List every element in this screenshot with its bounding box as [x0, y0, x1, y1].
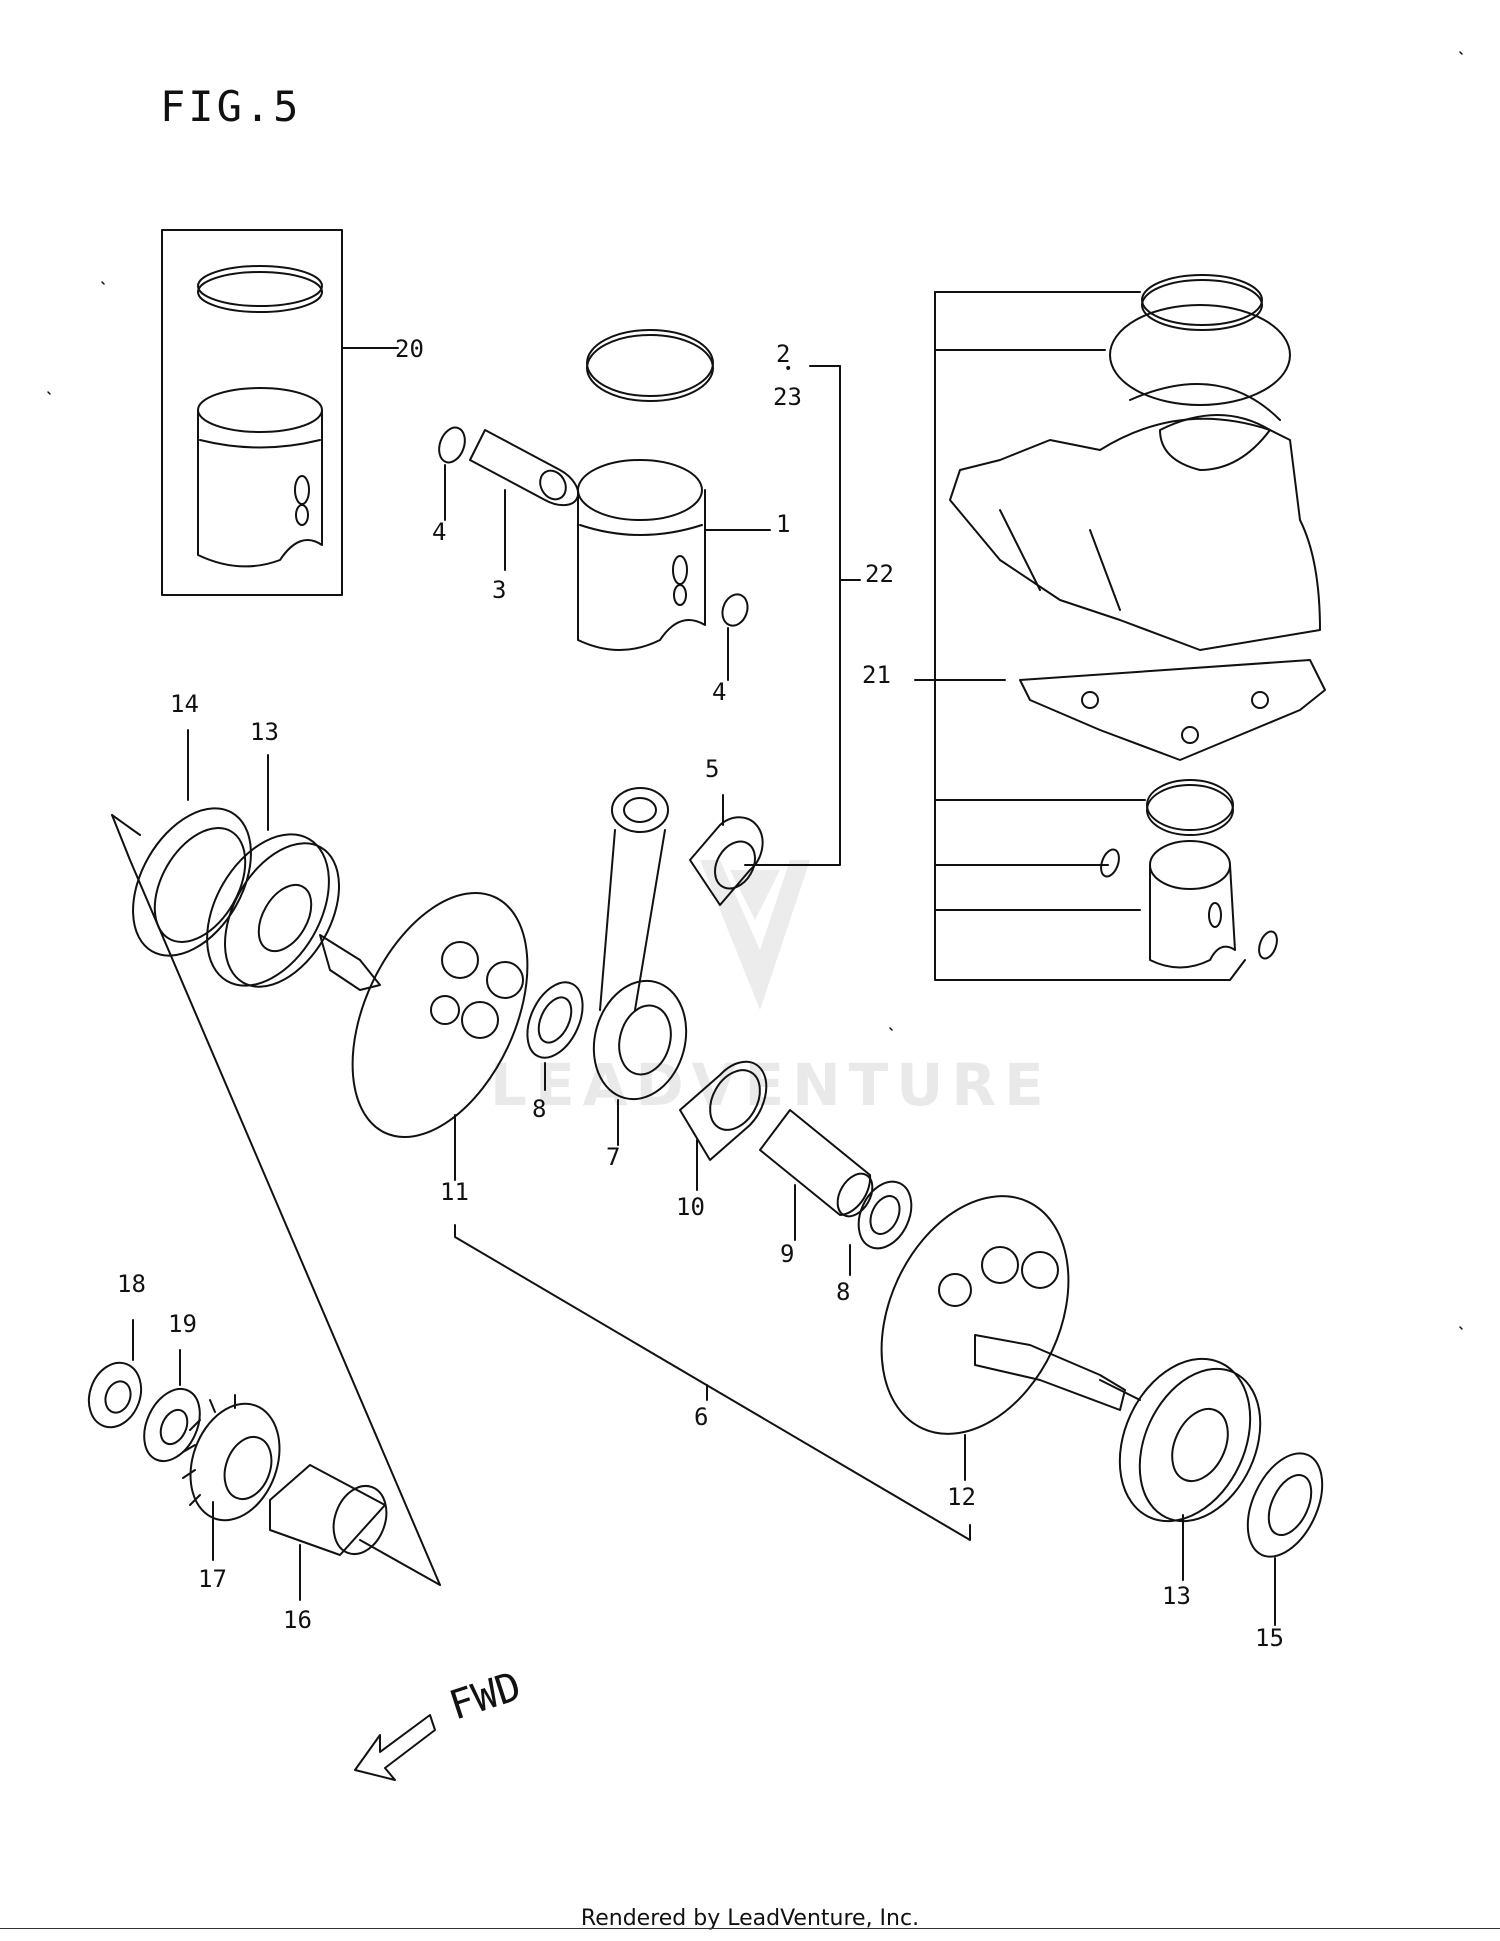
callout-13-left: 13	[250, 718, 279, 746]
part-10-needle-bearing	[679, 1060, 768, 1191]
callout-labels: 20 2 • 23 1 4 3 22 4 21 14 13 5 8 7 11 1…	[117, 335, 1284, 1730]
part-19-washer	[143, 1349, 201, 1463]
part-9-crank-pin	[759, 1109, 874, 1241]
part-12-crank-web-right	[880, 1195, 1141, 1481]
bracket-22	[744, 365, 861, 866]
watermark-text: LEADVENTURE	[490, 1051, 1052, 1119]
part-8-thrust-washer-a	[526, 981, 584, 1091]
callout-11: 11	[440, 1178, 469, 1206]
callout-4-right: 4	[712, 678, 726, 706]
callout-2-dot: •	[784, 361, 792, 377]
part-2-piston-ring	[586, 329, 841, 402]
callout-13-right: 13	[1162, 1582, 1191, 1610]
callout-1: 1	[776, 510, 790, 538]
part-17-primary-gear	[182, 1394, 281, 1561]
watermark-logo: LEADVENTURE	[490, 860, 1052, 1119]
part-11-crank-web-left	[319, 891, 529, 1181]
part-5-needle-bearing	[689, 794, 764, 906]
callout-6: 6	[694, 1403, 708, 1431]
part-14-oil-seal	[132, 729, 252, 957]
callout-17: 17	[198, 1565, 227, 1593]
figure-title: FIG.5	[160, 82, 302, 131]
assembly-guide-line	[111, 814, 441, 1586]
part-7-connecting-rod	[592, 787, 688, 1146]
part-15-oil-seal	[1246, 1452, 1324, 1626]
part-1-piston	[577, 459, 771, 651]
part-13-ball-bearing-right	[1118, 1357, 1262, 1581]
forward-arrow	[354, 1714, 436, 1781]
part-20-piston-set-box	[161, 229, 399, 596]
callout-16: 16	[283, 1606, 312, 1634]
callout-9: 9	[780, 1240, 794, 1268]
callout-15: 15	[1255, 1624, 1284, 1652]
callout-4-left: 4	[432, 518, 446, 546]
callout-22: 22	[865, 560, 894, 588]
callout-19: 19	[168, 1310, 197, 1338]
part-4-clip-a	[438, 426, 466, 521]
callout-23: 23	[773, 383, 802, 411]
callout-21: 21	[862, 661, 891, 689]
callout-20: 20	[395, 335, 424, 363]
callout-5: 5	[705, 755, 719, 783]
scan-specks	[47, 51, 1463, 1330]
part-3-piston-pin	[469, 429, 580, 571]
forward-label: FWD	[444, 1663, 527, 1729]
footer-divider	[0, 1928, 1500, 1929]
part-8-thrust-washer-b	[849, 1180, 913, 1276]
callout-2: 2	[776, 340, 790, 368]
callout-8-left: 8	[532, 1095, 546, 1123]
callout-14: 14	[170, 690, 199, 718]
bracket-6	[454, 1224, 971, 1541]
callout-12: 12	[947, 1483, 976, 1511]
part-16-spacer	[269, 1464, 388, 1601]
callout-18: 18	[117, 1270, 146, 1298]
callout-8-right: 8	[836, 1278, 850, 1306]
footer-credit: Rendered by LeadVenture, Inc.	[580, 1906, 920, 1931]
part-4-clip-b	[721, 593, 749, 681]
part-18-nut	[87, 1319, 143, 1429]
cylinder-kit-box	[914, 274, 1326, 981]
part-13-ball-bearing-left	[206, 754, 340, 988]
callout-7: 7	[606, 1143, 620, 1171]
callout-3: 3	[492, 576, 506, 604]
callout-10: 10	[676, 1193, 705, 1221]
